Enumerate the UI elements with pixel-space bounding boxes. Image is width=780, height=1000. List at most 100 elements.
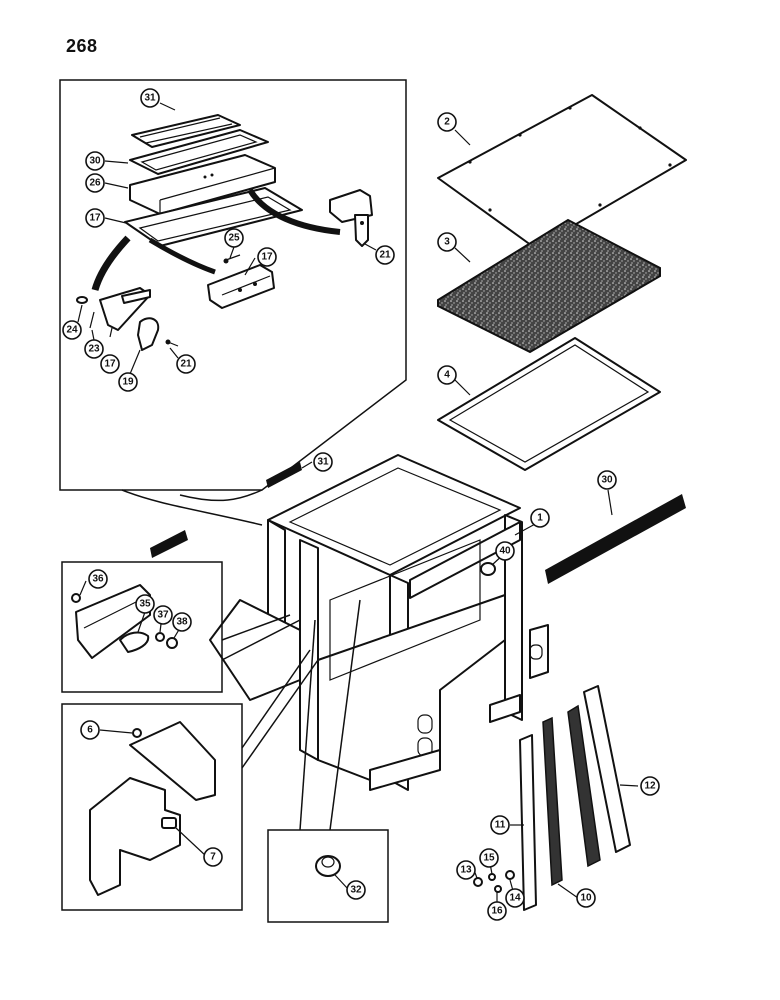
callout-31: 31 — [313, 452, 333, 472]
callout-18: 19 — [118, 372, 138, 392]
part-3-insulation-pad — [437, 218, 661, 354]
part-17-latch-block — [207, 264, 275, 309]
svg-text:10: 10 — [580, 893, 592, 904]
svg-text:30: 30 — [89, 156, 101, 167]
callout-17-low: 17 — [100, 354, 120, 374]
part-26-gasket — [131, 114, 241, 148]
callout-17-top: 17 — [85, 208, 105, 228]
callout-3: 3 — [437, 232, 457, 252]
svg-text:30: 30 — [601, 475, 613, 486]
callout-19: 21 — [375, 245, 395, 265]
svg-text:1: 1 — [537, 513, 543, 524]
callout-16: 16 — [487, 901, 507, 921]
callout-22: 24 — [62, 320, 82, 340]
part-16-nut — [494, 885, 502, 893]
part-25-seal-frame — [129, 129, 269, 175]
callout-30: 30 — [597, 470, 617, 490]
callout-25: 30 — [85, 151, 105, 171]
part-19-hinge-bracket — [329, 189, 373, 247]
plug-detail-inset — [267, 599, 389, 923]
part-12-seal-strip — [583, 685, 631, 853]
callout-14: 14 — [505, 888, 525, 908]
part-15-washer — [488, 873, 496, 881]
part-20-screw — [165, 339, 179, 347]
trim-strip-left — [150, 530, 188, 558]
svg-text:26: 26 — [89, 178, 101, 189]
part-23-screw — [223, 254, 241, 264]
svg-text:32: 32 — [350, 885, 362, 896]
part-4-gasket-frame — [437, 337, 661, 471]
part-24-tray — [129, 154, 276, 215]
part-31-trim-strip — [266, 462, 302, 488]
bracket-detail-inset — [61, 649, 319, 911]
roof-vent-inset — [59, 79, 407, 526]
swing-arrow-mid — [148, 237, 216, 275]
callout-20: 21 — [176, 354, 196, 374]
svg-text:23: 23 — [88, 344, 100, 355]
svg-text:19: 19 — [122, 377, 134, 388]
part-18-handle — [137, 317, 160, 351]
part-13-bolt — [473, 877, 483, 887]
callout-13: 13 — [456, 860, 476, 880]
part-1-cab-frame — [209, 454, 549, 791]
callout-7: 7 — [203, 847, 223, 867]
svg-text:21: 21 — [180, 359, 192, 370]
svg-text:11: 11 — [495, 820, 506, 831]
svg-text:12: 12 — [644, 781, 656, 792]
svg-text:15: 15 — [483, 853, 495, 864]
svg-text:31: 31 — [317, 457, 329, 468]
callout-1: 1 — [530, 508, 550, 528]
callout-21: 23 — [84, 339, 104, 359]
svg-text:24: 24 — [66, 325, 78, 336]
swing-arrow-left — [91, 235, 131, 292]
svg-text:31: 31 — [144, 93, 156, 104]
part-14-nut — [505, 870, 515, 880]
callout-4: 4 — [437, 365, 457, 385]
callout-40: 40 — [495, 541, 515, 561]
svg-text:37: 37 — [157, 610, 169, 621]
callout-35: 35 — [135, 594, 155, 614]
callout-15: 15 — [479, 848, 499, 868]
part-22-pin — [76, 296, 88, 304]
part-2-roof-panel — [437, 94, 687, 249]
callout-12: 12 — [640, 776, 660, 796]
svg-text:17: 17 — [104, 359, 116, 370]
callout-36: 36 — [88, 569, 108, 589]
svg-text:2: 2 — [444, 117, 450, 128]
svg-text:4: 4 — [444, 370, 450, 381]
svg-text:6: 6 — [87, 725, 93, 736]
callout-2: 2 — [437, 112, 457, 132]
svg-text:13: 13 — [460, 865, 472, 876]
callout-32: 32 — [346, 880, 366, 900]
part-10-seal-strip-a — [542, 716, 563, 887]
part-40-plug — [480, 562, 496, 576]
svg-text:21: 21 — [379, 250, 391, 261]
callout-37: 37 — [153, 605, 173, 625]
part-21-spring — [89, 311, 95, 329]
svg-text:14: 14 — [509, 893, 521, 904]
svg-text:36: 36 — [92, 574, 104, 585]
svg-text:7: 7 — [210, 852, 216, 863]
hinge-detail-inset — [61, 561, 301, 693]
swing-arrow-right — [247, 188, 341, 235]
svg-text:17: 17 — [261, 252, 273, 263]
part-17-latch-arm — [99, 287, 151, 331]
svg-text:16: 16 — [491, 906, 503, 917]
callout-38: 38 — [172, 612, 192, 632]
callout-11: 11 — [490, 815, 510, 835]
part-10-seal-strip-b — [567, 704, 601, 868]
callout-17-mid: 17 — [257, 247, 277, 267]
callout-26: 31 — [140, 88, 160, 108]
svg-text:38: 38 — [176, 617, 188, 628]
svg-text:17: 17 — [89, 213, 101, 224]
callout-23: 25 — [224, 228, 244, 248]
callout-24: 26 — [85, 173, 105, 193]
part-11-seal-strip — [519, 734, 537, 911]
svg-text:25: 25 — [228, 233, 240, 244]
page-number: 268 — [66, 36, 98, 56]
callout-6: 6 — [80, 720, 100, 740]
svg-text:35: 35 — [139, 599, 151, 610]
callout-10: 10 — [576, 888, 596, 908]
svg-text:3: 3 — [444, 237, 450, 248]
